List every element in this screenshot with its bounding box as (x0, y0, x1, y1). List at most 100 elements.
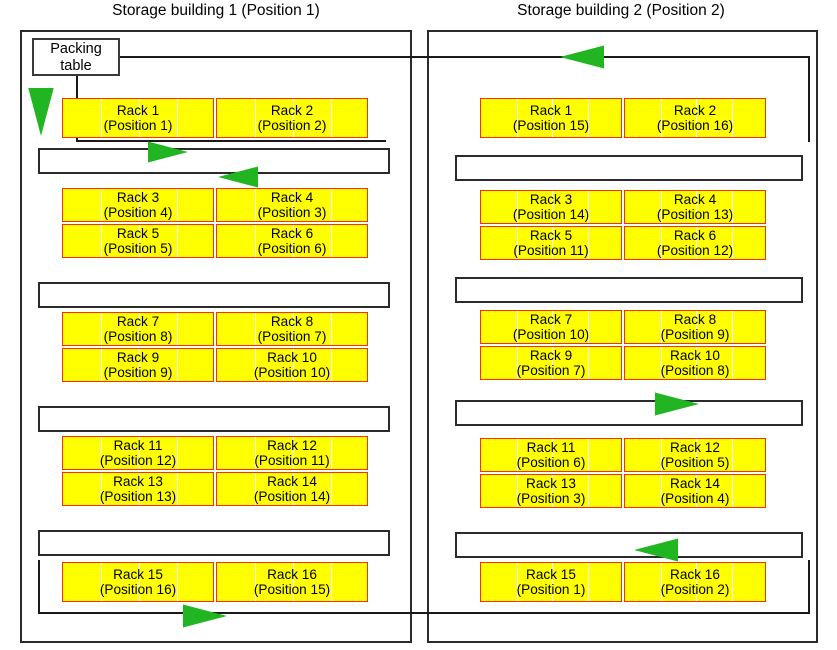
rack-label: Rack 8(Position 9) (661, 312, 730, 342)
rack-cell-divider (101, 563, 103, 601)
rack-rack-8-b2: Rack 8(Position 9) (624, 310, 766, 344)
rack-cell-divider (588, 563, 590, 601)
rack-cell-divider (696, 311, 698, 343)
rack-cell-divider (517, 347, 519, 379)
rack-cell-divider (293, 225, 295, 257)
rack-row: Rack 3(Position 14) Rack 4(Position 13) (480, 190, 766, 224)
rack-cell-divider (552, 475, 554, 507)
rack-name: Rack 3 (116, 189, 160, 205)
rack-rack-12-b2: Rack 12(Position 5) (624, 438, 766, 472)
rack-cell-divider (661, 99, 663, 137)
rack-cell-divider (101, 225, 103, 257)
rack-name: Rack 1 (529, 102, 573, 118)
rack-label: Rack 12(Position 11) (254, 438, 329, 468)
rack-cell-divider (517, 99, 519, 137)
rack-cell-divider (732, 475, 734, 507)
rack-cell-divider (255, 473, 257, 505)
rack-rack-11-b1: Rack 11(Position 12) (62, 436, 214, 470)
building-2-aisle-1 (455, 155, 803, 181)
rack-label: Rack 4(Position 3) (258, 190, 327, 220)
building-1-wall-top (20, 30, 412, 32)
rack-row: Rack 1(Position 1)Rack 2(Position 2) (62, 98, 368, 138)
rack-cell-divider (552, 563, 554, 601)
rack-cell-divider (293, 563, 295, 601)
packing-table-line2: table (60, 57, 92, 74)
rack-cell-divider (293, 349, 295, 381)
rack-cell-divider (517, 191, 519, 223)
rack-row: Rack 11(Position 12) Rack 12(Position 11) (62, 436, 368, 470)
rack-cell-divider (696, 347, 698, 379)
rack-rack-3-b2: Rack 3(Position 14) (480, 190, 622, 224)
rack-cell-divider (696, 99, 698, 137)
rack-label: Rack 14(Position 14) (254, 474, 330, 504)
rack-rack-13-b1: Rack 13(Position 13) (62, 472, 214, 506)
rack-cell-divider (661, 439, 663, 471)
rack-name: Rack 11 (113, 437, 163, 453)
rack-label: Rack 4(Position 13) (657, 192, 733, 222)
rack-label: Rack 15(Position 16) (100, 567, 176, 597)
building-1-aisle-1 (38, 148, 390, 174)
rack-cell-divider (139, 563, 141, 601)
rack-rack-7-b2: Rack 7(Position 10) (480, 310, 622, 344)
rack-row: Rack 15(Position 1)Rack 16(Position 2) (480, 562, 766, 602)
rack-cell-divider (552, 227, 554, 259)
path-b1-left-drop (38, 560, 40, 614)
rack-rack-2-b2: Rack 2(Position 16) (624, 98, 766, 138)
rack-cell-divider (101, 349, 103, 381)
rack-label: Rack 6(Position 12) (657, 228, 733, 258)
rack-label: Rack 13(Position 13) (100, 474, 176, 504)
rack-cell-divider (255, 349, 257, 381)
rack-rack-6-b1: Rack 6(Position 6) (216, 224, 368, 258)
rack-rack-14-b1: Rack 14(Position 14) (216, 472, 368, 506)
rack-cell-divider (696, 439, 698, 471)
rack-rack-1-b1: Rack 1(Position 1) (62, 98, 214, 138)
rack-position: (Position 14) (253, 489, 331, 504)
rack-rack-6-b2: Rack 6(Position 12) (624, 226, 766, 260)
rack-label: Rack 7(Position 10) (513, 312, 589, 342)
rack-position: (Position 2) (660, 582, 730, 597)
rack-rack-15-b1: Rack 15(Position 16) (62, 562, 214, 602)
rack-label: Rack 15(Position 1) (517, 567, 586, 597)
rack-name: Rack 13 (113, 473, 163, 489)
rack-name: Rack 15 (526, 566, 576, 582)
rack-position: (Position 6) (516, 455, 586, 470)
building-2-aisle-2 (455, 277, 803, 303)
rack-name: Rack 13 (526, 475, 576, 491)
rack-label: Rack 6(Position 6) (258, 226, 327, 256)
rack-position: (Position 13) (656, 207, 734, 222)
rack-cell-divider (139, 225, 141, 257)
rack-position: (Position 9) (103, 365, 173, 380)
rack-name: Rack 12 (670, 439, 720, 455)
rack-name: Rack 9 (529, 347, 573, 363)
rack-position: (Position 9) (660, 327, 730, 342)
rack-label: Rack 11(Position 6) (517, 440, 586, 470)
rack-cell-divider (255, 189, 257, 221)
rack-row: Rack 7(Position 8)Rack 8(Position 7) (62, 312, 368, 346)
building-2-wall-bottom (427, 641, 818, 643)
rack-cell-divider (139, 189, 141, 221)
building-1-wall-bottom (20, 641, 412, 643)
rack-cell-divider (255, 563, 257, 601)
rack-cell-divider (732, 347, 734, 379)
rack-position: (Position 12) (656, 243, 734, 258)
rack-label: Rack 1(Position 15) (513, 103, 589, 133)
rack-cell-divider (552, 439, 554, 471)
rack-position: (Position 13) (99, 489, 177, 504)
rack-position: (Position 16) (99, 582, 177, 597)
rack-cell-divider (517, 311, 519, 343)
rack-rack-10-b1: Rack 10(Position 10) (216, 348, 368, 382)
rack-rack-5-b1: Rack 5(Position 5) (62, 224, 214, 258)
rack-position: (Position 14) (512, 207, 590, 222)
rack-position: (Position 8) (660, 363, 730, 378)
rack-cell-divider (517, 227, 519, 259)
path-b2-right-drop (808, 56, 810, 142)
rack-cell-divider (101, 437, 103, 469)
rack-cell-divider (139, 473, 141, 505)
rack-name: Rack 5 (116, 225, 160, 241)
rack-name: Rack 12 (267, 437, 317, 453)
rack-cell-divider (661, 475, 663, 507)
building-2-aisle-4 (455, 532, 803, 558)
arrow-left-aisle-2 (218, 166, 258, 188)
rack-label: Rack 1(Position 1) (104, 103, 173, 133)
